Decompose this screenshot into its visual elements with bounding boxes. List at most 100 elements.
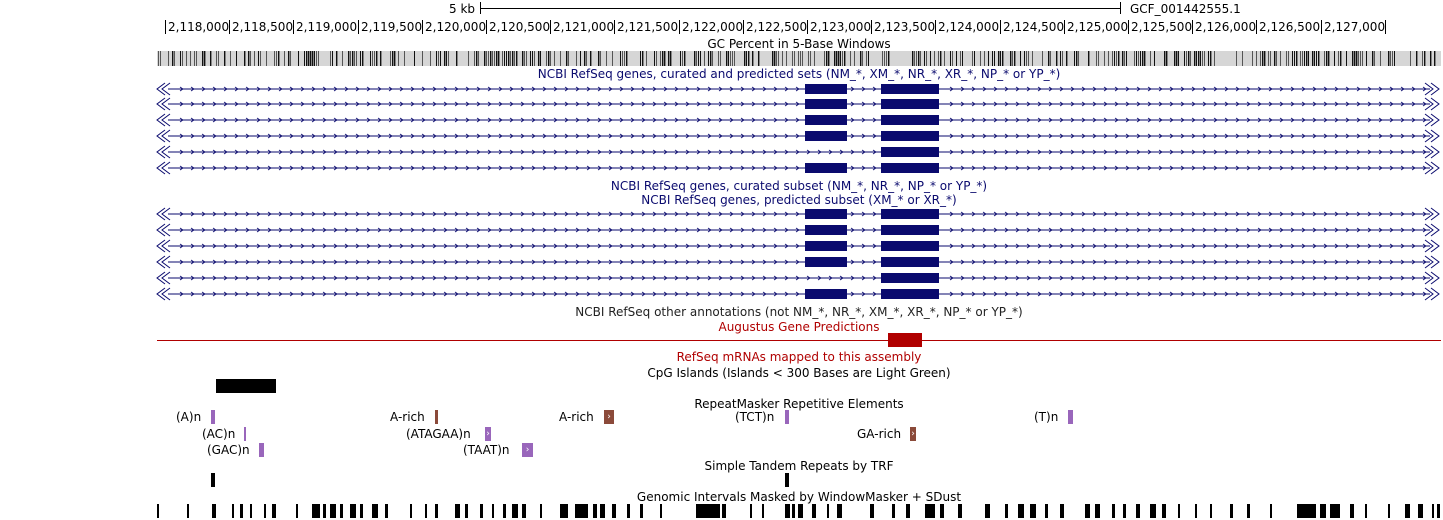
strand-arrow	[399, 291, 404, 297]
repeat-simple[interactable]: ›	[485, 427, 491, 441]
repeat-low-complexity[interactable]: ›	[604, 410, 614, 424]
track-title-repeatmasker[interactable]: RepeatMasker Repetitive Elements	[694, 397, 904, 411]
strand-arrow	[1334, 227, 1339, 233]
strand-arrow	[1367, 165, 1372, 171]
strand-arrow	[509, 275, 514, 281]
strand-arrow	[1257, 227, 1262, 233]
strand-arrow	[377, 291, 382, 297]
strand-arrow	[465, 227, 470, 233]
track-title-gc-percent[interactable]: GC Percent in 5-Base Windows	[707, 37, 891, 51]
strand-arrow	[443, 165, 448, 171]
strand-arrow	[465, 243, 470, 249]
strand-arrow	[542, 227, 547, 233]
strand-arrow	[1125, 133, 1130, 139]
track-title-refseq-all[interactable]: NCBI RefSeq genes, curated and predicted…	[537, 67, 1061, 81]
gc-bar	[316, 51, 317, 66]
masked-interval	[503, 504, 506, 518]
masked-interval	[340, 504, 343, 518]
strand-arrow	[1235, 86, 1240, 92]
strand-arrow	[1246, 101, 1251, 107]
gc-bar	[260, 51, 261, 66]
strand-arrow	[212, 165, 217, 171]
masked-interval	[1150, 504, 1156, 518]
gene-exon	[881, 99, 939, 109]
masked-interval	[492, 504, 494, 518]
repeat-low-complexity[interactable]	[435, 410, 438, 424]
augustus-exon[interactable]	[888, 333, 922, 347]
strand-arrow	[707, 133, 712, 139]
strand-arrow	[1004, 275, 1009, 281]
strand-arrow	[762, 165, 767, 171]
gene-exon	[805, 115, 847, 125]
track-title-cpg[interactable]: CpG Islands (Islands < 300 Bases are Lig…	[647, 366, 951, 380]
strand-arrow	[564, 165, 569, 171]
strand-arrow	[234, 165, 239, 171]
strand-arrow	[1059, 211, 1064, 217]
gc-bar	[576, 51, 577, 66]
cpg-island[interactable]	[216, 379, 276, 393]
strand-arrow	[586, 101, 591, 107]
track-title-trf[interactable]: Simple Tandem Repeats by TRF	[704, 459, 894, 473]
strand-arrow	[410, 101, 415, 107]
gc-bar	[568, 51, 569, 66]
strand-arrow	[729, 117, 734, 123]
strand-arrow	[652, 165, 657, 171]
gc-bar	[1264, 51, 1266, 66]
strand-arrow	[1301, 243, 1306, 249]
trf-repeat[interactable]	[211, 473, 215, 487]
track-title-refseq-predicted[interactable]: NCBI RefSeq genes, predicted subset (XM_…	[641, 193, 957, 207]
strand-arrow	[564, 291, 569, 297]
strand-arrow	[289, 211, 294, 217]
gc-bar	[944, 51, 945, 66]
trf-repeat[interactable]	[785, 473, 789, 487]
strand-arrow	[1224, 243, 1229, 249]
strand-arrow	[333, 133, 338, 139]
repeat-simple[interactable]	[1068, 410, 1073, 424]
gc-bar	[962, 51, 963, 66]
gc-bar	[1410, 51, 1411, 66]
strand-arrow	[1290, 243, 1295, 249]
gc-bar	[312, 51, 314, 66]
gc-bar	[746, 51, 747, 66]
repeat-low-complexity[interactable]: ›	[910, 427, 916, 441]
gc-bar	[1380, 51, 1381, 66]
strand-arrow	[542, 275, 547, 281]
strand-arrow	[1191, 275, 1196, 281]
strand-arrow	[1037, 86, 1042, 92]
strand-arrow	[333, 259, 338, 265]
strand-arrow	[718, 133, 723, 139]
track-title-refseq-other[interactable]: NCBI RefSeq other annotations (not NM_*,…	[575, 305, 1023, 319]
strand-arrow	[223, 133, 228, 139]
gc-bar	[158, 51, 159, 66]
track-title-refseq-curated[interactable]: NCBI RefSeq genes, curated subset (NM_*,…	[610, 179, 988, 193]
gc-bar	[840, 51, 841, 66]
strand-arrow	[1367, 101, 1372, 107]
track-title-windowmasker[interactable]: Genomic Intervals Masked by WindowMasker…	[636, 490, 962, 504]
strand-arrow	[1367, 227, 1372, 233]
strand-arrow	[674, 291, 679, 297]
strand-arrow	[256, 149, 261, 155]
repeat-simple[interactable]	[211, 410, 215, 424]
track-title-augustus[interactable]: Augustus Gene Predictions	[718, 320, 880, 334]
repeat-simple[interactable]	[785, 410, 789, 424]
strand-arrow	[1026, 275, 1031, 281]
strand-arrow	[1213, 165, 1218, 171]
strand-arrow	[1422, 101, 1427, 107]
repeat-simple[interactable]	[259, 443, 264, 457]
strand-arrow	[1059, 259, 1064, 265]
gene-exon	[805, 257, 847, 267]
strand-arrow	[1400, 291, 1405, 297]
strand-arrow	[553, 227, 558, 233]
repeat-simple[interactable]: ›	[522, 443, 533, 457]
strand-arrow	[443, 117, 448, 123]
strand-arrow	[1191, 86, 1196, 92]
track-title-refseq-mrna[interactable]: RefSeq mRNAs mapped to this assembly	[676, 350, 922, 364]
strand-arrow	[553, 243, 558, 249]
strand-arrow	[278, 227, 283, 233]
repeat-simple[interactable]	[244, 427, 246, 441]
strand-arrow	[443, 291, 448, 297]
strand-arrow	[993, 86, 998, 92]
strand-arrow	[1026, 165, 1031, 171]
left-truncation-arrow	[156, 97, 166, 111]
gc-bar	[600, 51, 601, 66]
